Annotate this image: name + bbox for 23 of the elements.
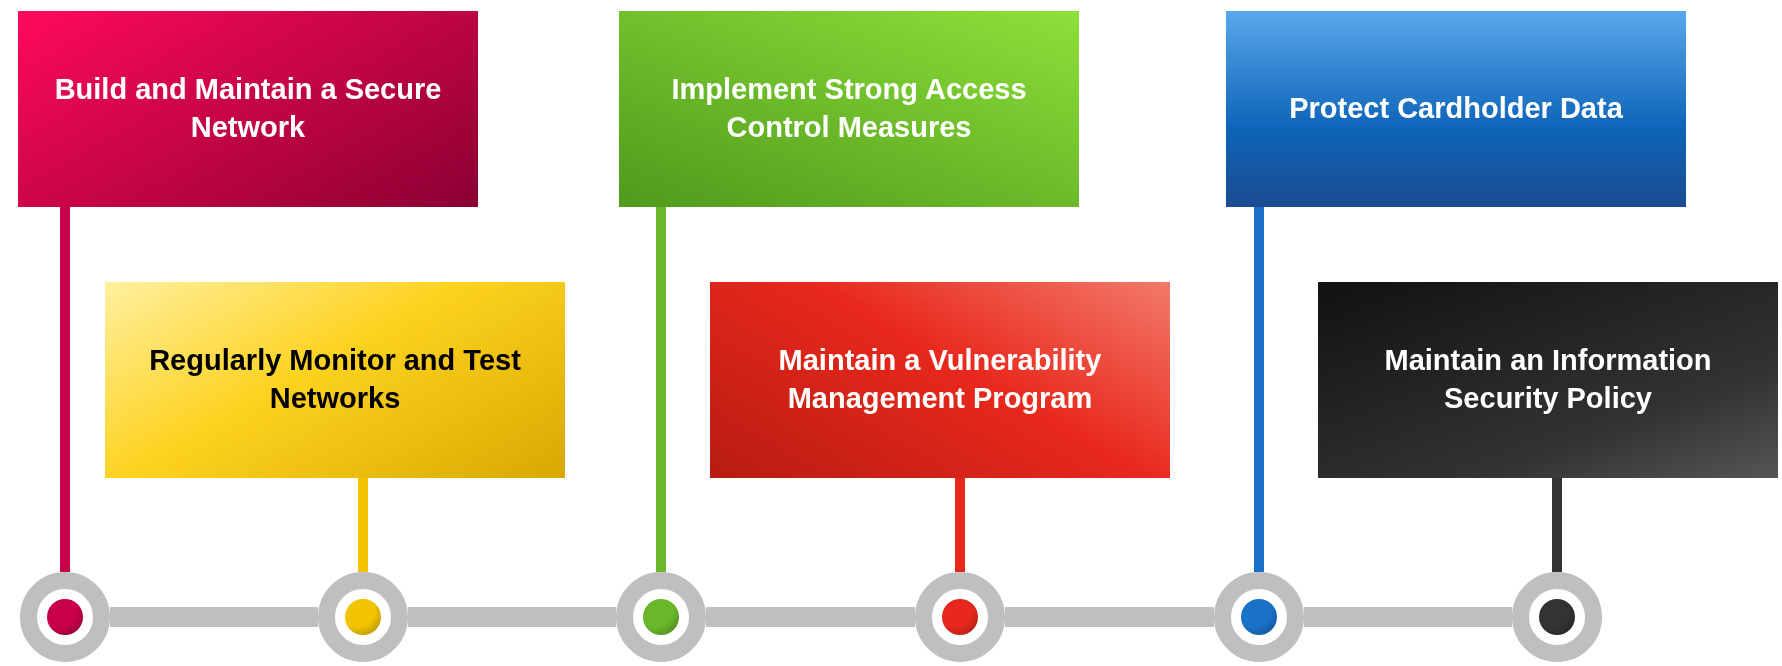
connector-line [656, 207, 666, 572]
milestone-label: Maintain a Vulnerability Management Program [777, 343, 1103, 416]
connector-line [358, 478, 368, 572]
timeline-track [1005, 607, 1214, 627]
milestone-box [105, 282, 565, 478]
milestone-label: Maintain an Information Security Policy [1383, 343, 1713, 416]
milestone-label: Protect Cardholder Data [1289, 91, 1623, 127]
timeline-track [706, 607, 915, 627]
milestone-box [619, 11, 1079, 207]
milestone-box [710, 282, 1170, 478]
timeline-track [1304, 607, 1512, 627]
connector-line [1254, 207, 1264, 572]
milestone-label: Build and Maintain a Secure Network [53, 72, 443, 145]
milestone-label: Implement Strong Access Control Measures [670, 72, 1028, 145]
milestone-box [18, 11, 478, 207]
connector-line [60, 207, 70, 572]
milestone-box [1318, 282, 1778, 478]
timeline-track [110, 607, 318, 627]
timeline-track [408, 607, 616, 627]
milestone-label: Regularly Monitor and Test Networks [148, 343, 522, 416]
connector-line [1552, 478, 1562, 572]
milestone-box [1226, 11, 1686, 207]
connector-line [955, 478, 965, 572]
